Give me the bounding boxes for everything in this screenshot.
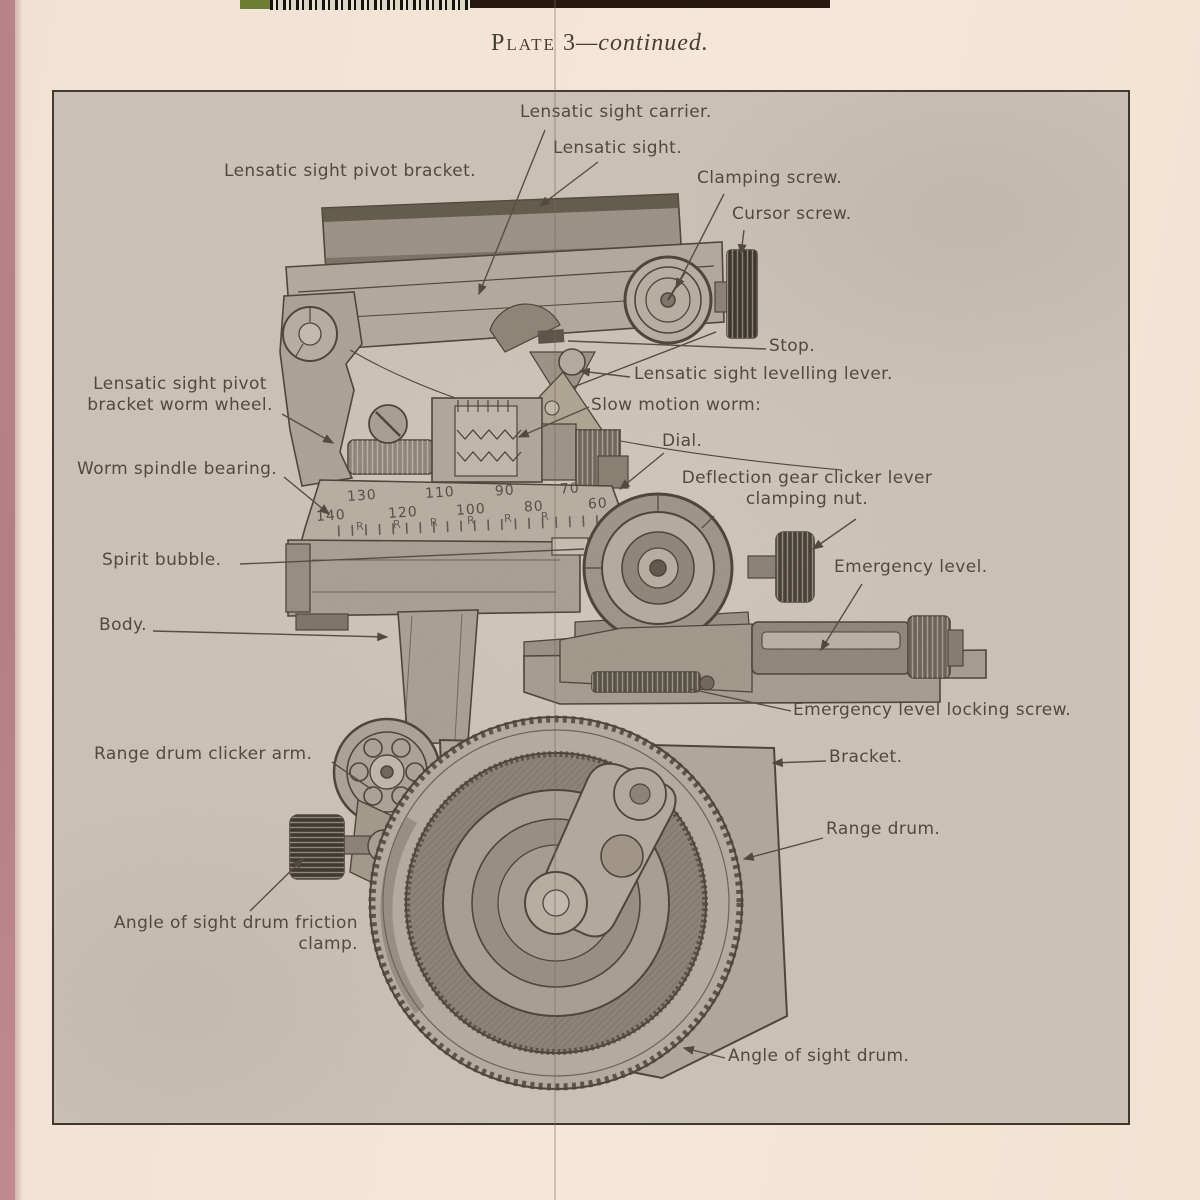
- label-stop: Stop.: [769, 336, 816, 356]
- scale-tick-letter: R: [540, 509, 550, 524]
- mechanism-drawing: [54, 92, 1124, 1119]
- plate-title: Plate 3—continued.: [0, 30, 1200, 57]
- label-cursor-screw: Cursor screw.: [732, 204, 852, 224]
- label-angle-of-sight-drum-friction-clamp: Angle of sight drum friction clamp.: [113, 913, 358, 955]
- label-spirit-bubble: Spirit bubble.: [102, 550, 222, 570]
- label-range-drum: Range drum.: [826, 819, 941, 839]
- scale-number: 140: [315, 506, 347, 526]
- plate-title-suffix: —continued.: [575, 30, 709, 56]
- scale-tick-letter: R: [429, 515, 439, 530]
- plate-title-number: 3: [562, 30, 576, 56]
- scale-tick-letter: R: [503, 511, 513, 526]
- label-deflection-gear-clicker-lever-clamping-nut: Deflection gear clicker lever clamping n…: [681, 468, 933, 510]
- label-emergency-level: Emergency level.: [834, 557, 988, 577]
- page-fold-crease: [554, 0, 556, 1200]
- label-lensatic-sight: Lensatic sight.: [553, 138, 683, 158]
- label-range-drum-clicker-arm: Range drum clicker arm.: [94, 744, 313, 764]
- label-emergency-level-locking-screw: Emergency level locking screw.: [793, 700, 1072, 720]
- label-lensatic-sight-carrier: Lensatic sight carrier.: [520, 102, 712, 122]
- scan-edge-dark-strip: [470, 0, 830, 8]
- label-dial: Dial.: [662, 431, 703, 451]
- scale-tick-letter: R: [466, 513, 476, 528]
- paper-grain: [54, 92, 1124, 1119]
- scale-number: 70: [559, 480, 581, 498]
- label-clamping-screw: Clamping screw.: [697, 168, 843, 188]
- scan-edge-green-strip: [240, 0, 270, 9]
- left-binding-shadow: [15, 0, 23, 1200]
- scan-edge-barcode: [270, 0, 470, 10]
- scale-tick-letter: R: [392, 517, 402, 532]
- label-lensatic-sight-pivot-bracket: Lensatic sight pivot bracket.: [224, 161, 476, 181]
- label-lensatic-sight-levelling-lever: Lensatic sight levelling lever.: [634, 364, 893, 384]
- plate-title-word: Plate: [491, 30, 556, 56]
- label-pivot-bracket-worm-wheel: Lensatic sight pivot bracket worm wheel.: [87, 374, 273, 416]
- label-slow-motion-worm: Slow motion worm:: [591, 395, 762, 415]
- label-bracket: Bracket.: [829, 747, 903, 767]
- scale-tick-letter: R: [355, 519, 365, 534]
- label-angle-of-sight-drum: Angle of sight drum.: [728, 1046, 910, 1066]
- scale-number: 130: [346, 486, 378, 506]
- scale-number: 60: [587, 495, 609, 513]
- left-binding-strip: [0, 0, 15, 1200]
- scale-number: 110: [424, 483, 456, 503]
- label-body: Body.: [99, 615, 147, 635]
- scale-number: 90: [494, 482, 516, 500]
- label-worm-spindle-bearing: Worm spindle bearing.: [77, 459, 278, 479]
